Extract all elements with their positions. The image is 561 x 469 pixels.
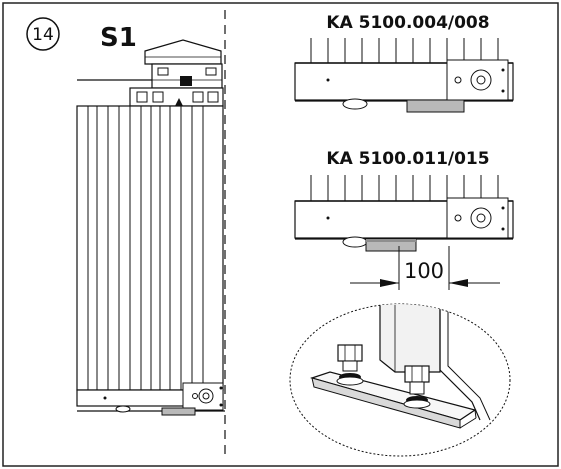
view-2-roller: [342, 236, 368, 248]
carrier-bolts: [136, 91, 219, 103]
step-label: S1: [100, 23, 137, 53]
view-2-slats: [310, 175, 499, 201]
view-1-slats: [310, 38, 499, 63]
step-badge: 14: [26, 17, 60, 51]
panel-slats: [87, 106, 204, 390]
step-circle: [26, 17, 60, 51]
detail-view: [289, 303, 511, 457]
detail-wall: [379, 304, 441, 373]
bottom-roller: [115, 405, 131, 413]
bolt-1: [336, 344, 364, 386]
view-title-1: KA 5100.004/008: [326, 13, 489, 33]
dimension-100: 100: [350, 246, 500, 290]
step-number: 14: [32, 25, 54, 45]
bolt-2: [403, 365, 431, 409]
view-2-assembly: 100: [294, 175, 514, 290]
view-title-2: KA 5100.011/015: [326, 149, 489, 169]
top-cap: [144, 39, 222, 65]
view-1-guide-shoe: [406, 99, 465, 113]
door-panel: [76, 105, 224, 391]
dimension-value: 100: [404, 259, 444, 283]
view-1-roller: [342, 98, 368, 110]
view-1-assembly: [294, 38, 514, 113]
bottom-guide-shoe: [161, 407, 196, 416]
left-door-assembly: [76, 10, 226, 460]
